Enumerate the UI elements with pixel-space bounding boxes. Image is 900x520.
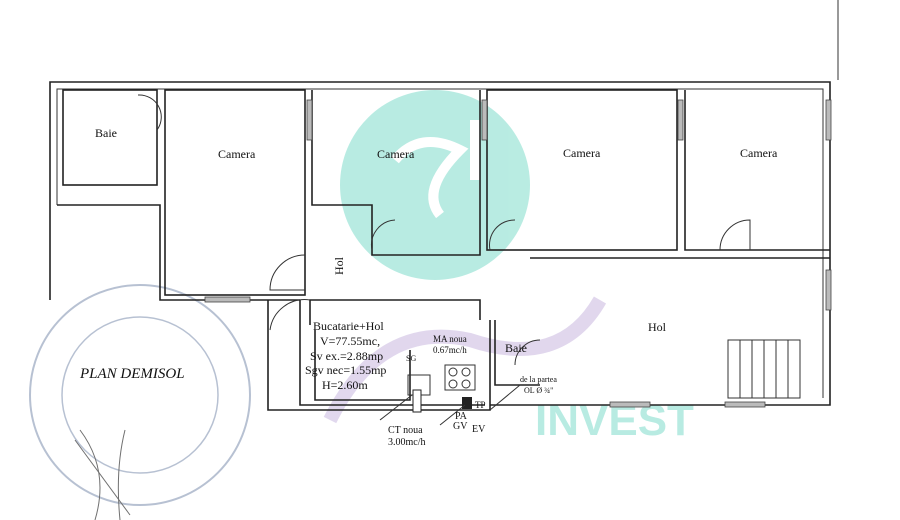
plan-title: PLAN DEMISOL — [79, 366, 185, 382]
kitchen-sgv-nec: Sgv nec=1.55mp — [305, 363, 386, 377]
gv-label: GV — [453, 421, 468, 432]
room-label-camera-2: Camera — [377, 147, 415, 161]
tp-label: TP — [475, 400, 486, 410]
room-label-baie-2: Baie — [505, 341, 527, 355]
supply-pipe: OL Ø ¾" — [524, 386, 553, 395]
kitchen-height: H=2.60m — [322, 378, 368, 392]
pa-label: PA — [455, 411, 468, 422]
room-label-camera-4: Camera — [740, 146, 778, 160]
room-label-hol-vertical: Hol — [332, 256, 346, 275]
stamp — [29, 284, 251, 520]
ct-label: CT noua — [388, 425, 423, 436]
room-label-camera-3: Camera — [563, 146, 601, 160]
kitchen-sv-ex: Sv ex.=2.88mp — [310, 349, 383, 363]
room-label-hol: Hol — [648, 320, 667, 334]
gas-equipment — [379, 364, 521, 426]
ma-label: MA noua — [433, 334, 467, 344]
sg-label: SG — [406, 354, 416, 363]
stairs — [727, 339, 801, 399]
room-label-camera-1: Camera — [218, 147, 256, 161]
supply-label: de la partea — [520, 375, 557, 384]
ev-label: EV — [472, 424, 486, 435]
kitchen-name: Bucatarie+Hol — [313, 319, 384, 333]
room-label-baie: Baie — [95, 126, 117, 140]
kitchen-volume: V=77.55mc, — [320, 334, 380, 348]
ma-flow: 0.67mc/h — [433, 345, 467, 355]
walls — [49, 0, 839, 426]
ct-flow: 3.00mc/h — [388, 437, 426, 448]
